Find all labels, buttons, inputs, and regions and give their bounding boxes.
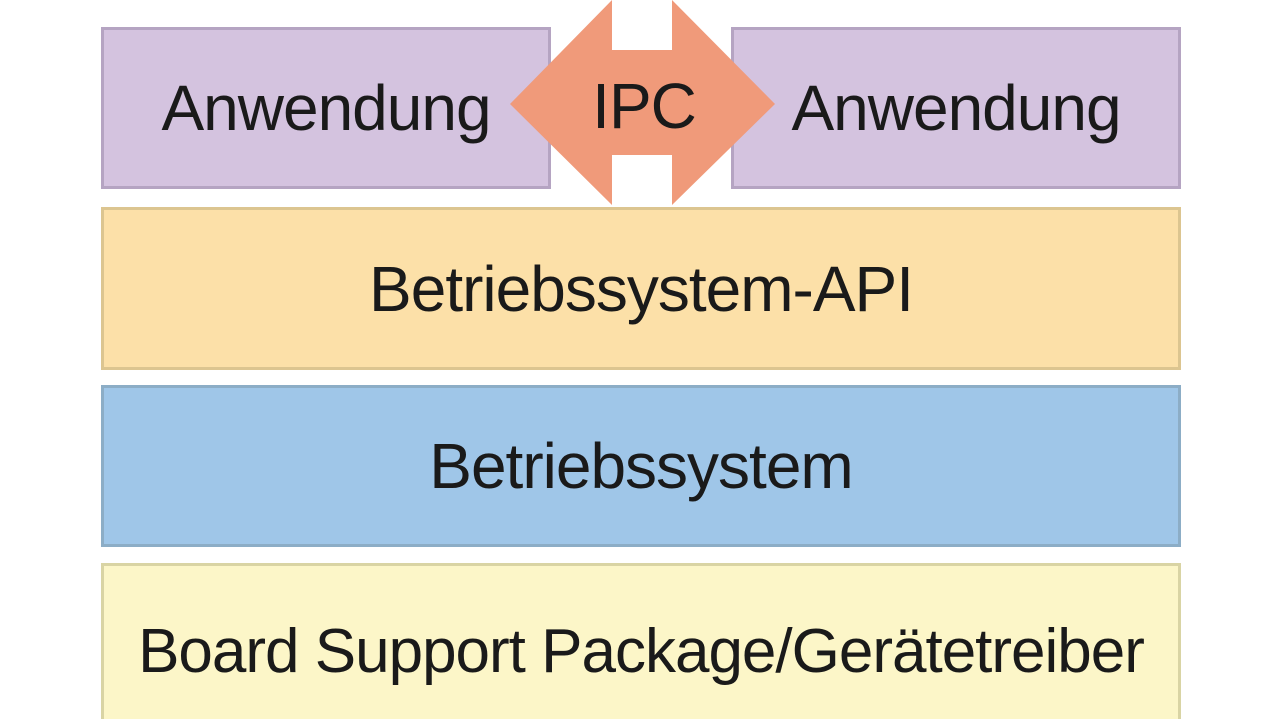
os-layer: Betriebssystem xyxy=(101,385,1181,547)
os-api-label: Betriebssystem-API xyxy=(369,252,914,325)
application-box-left: Anwendung xyxy=(101,27,551,189)
application-box-right: Anwendung xyxy=(731,27,1181,189)
os-api-layer: Betriebssystem-API xyxy=(101,207,1181,370)
os-label: Betriebssystem xyxy=(429,430,853,502)
bsp-driver-layer: Board Support Package/Gerätetreiber xyxy=(101,563,1181,719)
ipc-label: IPC xyxy=(592,70,697,142)
bsp-driver-label: Board Support Package/Gerätetreiber xyxy=(138,617,1145,686)
application-label-left: Anwendung xyxy=(161,72,491,144)
application-label-right: Anwendung xyxy=(791,72,1121,144)
